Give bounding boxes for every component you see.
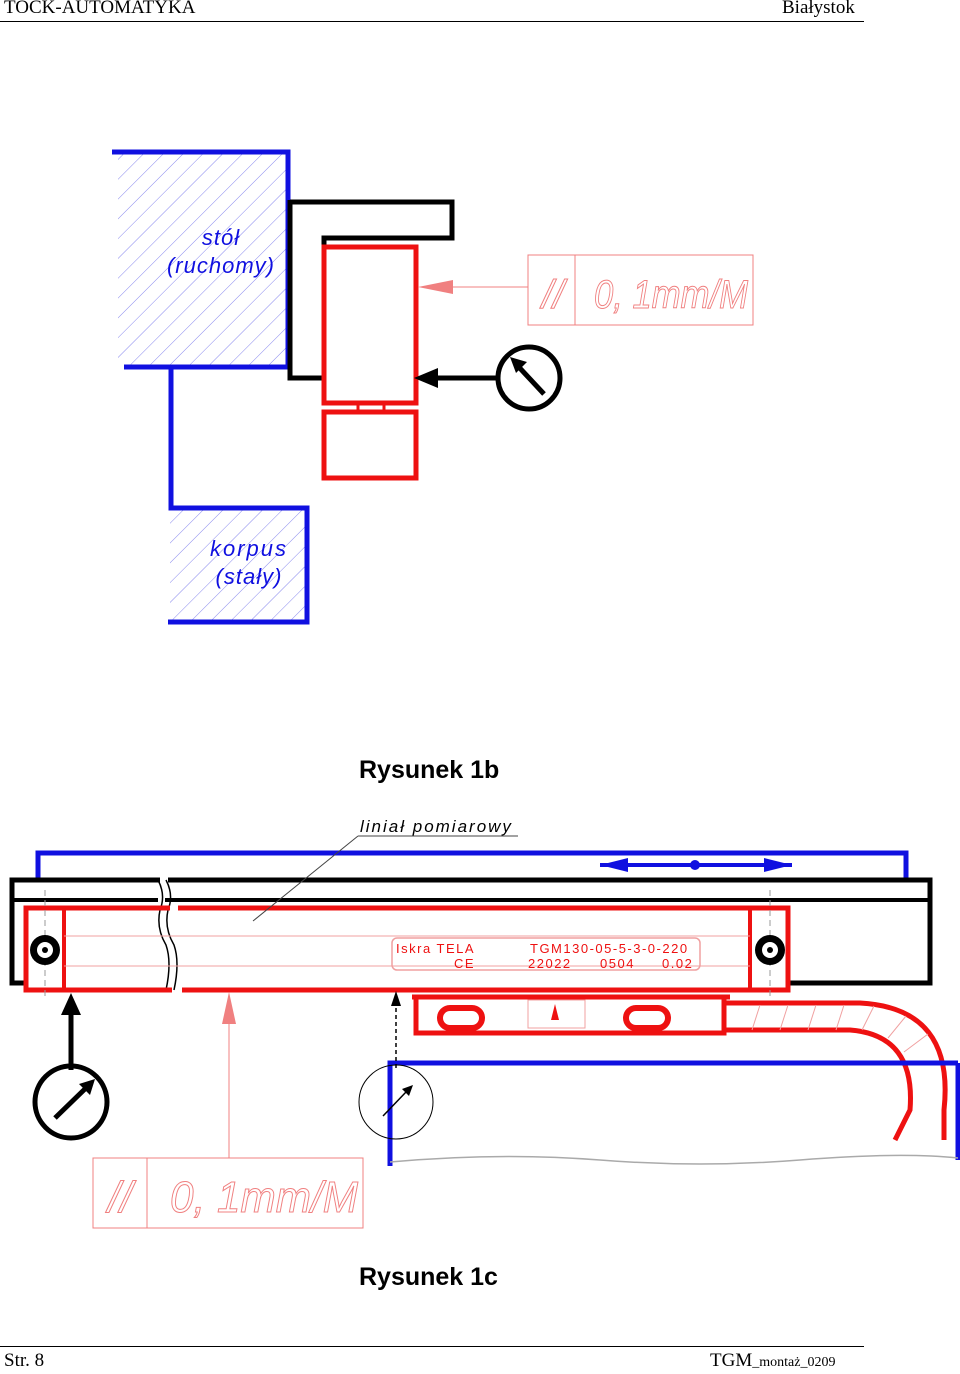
body-label-line2: (stały) [216,564,283,589]
header-right: Białystok [782,0,855,18]
table-label-line1: stół [202,225,240,250]
mount-slot-left [437,1005,485,1031]
plate-line2-accuracy: 0.02 [662,956,693,971]
dial-gauge-left-icon [32,1063,110,1141]
dial-needle-right [382,1091,407,1117]
dial-gauge-icon [495,344,563,412]
tolerance-symbol-1c: // [105,1173,136,1222]
leader-label: liniał pomiarowy [360,817,513,836]
indicator-arrowhead-left [61,993,81,1015]
dial-needle-right-head [402,1085,413,1096]
reference-arrow-1c [222,992,236,1024]
screw-right-icon [755,935,785,965]
scale-body-right [178,905,791,993]
footer-doc-sub: _montaż_0209 [752,1355,836,1370]
table-label-line2: (ruchomy) [167,253,275,278]
tolerance-symbol-1b: // [539,273,568,317]
plate-line2-serial: 22022 [528,956,572,971]
indicator-arrowhead-right [391,991,401,1006]
reading-head-center [527,999,586,1029]
body-label-line1: korpus [210,536,288,561]
movement-arrow-left [600,858,628,872]
dial-needle-head [510,357,527,373]
plate-line2-date: 0504 [600,956,635,971]
plate-line2-left: CE [454,956,475,971]
reading-head-marker [551,1004,559,1020]
footer-doc: TGM_montaż_0209 [710,1350,835,1372]
reference-arrow [418,280,453,294]
name-plate [391,937,701,971]
break-line-2 [165,879,178,991]
machine-body [387,1060,958,1166]
break-line-1 [157,879,170,991]
table-hatch [118,150,288,365]
figure-1c [9,835,960,1229]
cable-inner [724,1027,913,1142]
scale-body-left [23,905,172,993]
dial-needle [514,362,546,396]
tolerance-frame-1c [92,1157,364,1229]
footer-doc-main: TGM [710,1350,753,1371]
mount-slot-right [623,1005,671,1031]
dial-needle-left-head [79,1079,95,1095]
plate-line1-right: TGM130-05-5-3-0-220 [530,941,689,956]
scale-head-lower [321,409,419,481]
bracket-top [290,199,455,247]
figure-1c-caption: Rysunek 1c [359,1263,498,1291]
footer-rule [0,1346,864,1347]
tolerance-value-1b: 0, 1mm/M [594,273,749,317]
header-rule [0,21,864,22]
scale-head-upper [321,244,419,406]
tolerance-frame-1b [527,254,754,326]
cable-outer [724,1000,948,1140]
movement-arrow-right [764,858,792,872]
body-hatch [170,508,307,622]
screw-left-icon [30,935,60,965]
bracket [287,200,324,381]
dial-needle-left [53,1084,90,1120]
movement-dot [690,860,700,870]
footer-page: Str. 8 [4,1350,45,1371]
header-left: TOCK-AUTOMATYKA [4,0,196,18]
plate-line1-left: Iskra TELA [396,941,475,956]
machine-break-line [389,1154,959,1165]
leader-line [252,835,359,922]
tolerance-value-1c: 0, 1mm/M [170,1173,358,1222]
body-outline [168,367,310,625]
carriage-frame [35,850,909,880]
figure-1b-caption: Rysunek 1b [359,756,500,784]
indicator-arrowhead [414,368,438,388]
cable-hatching [751,1004,929,1053]
dial-gauge-right-icon [358,1064,434,1140]
figure-1b [112,149,754,625]
rail-outline-left [9,877,160,986]
rail-outline-right [168,877,933,986]
